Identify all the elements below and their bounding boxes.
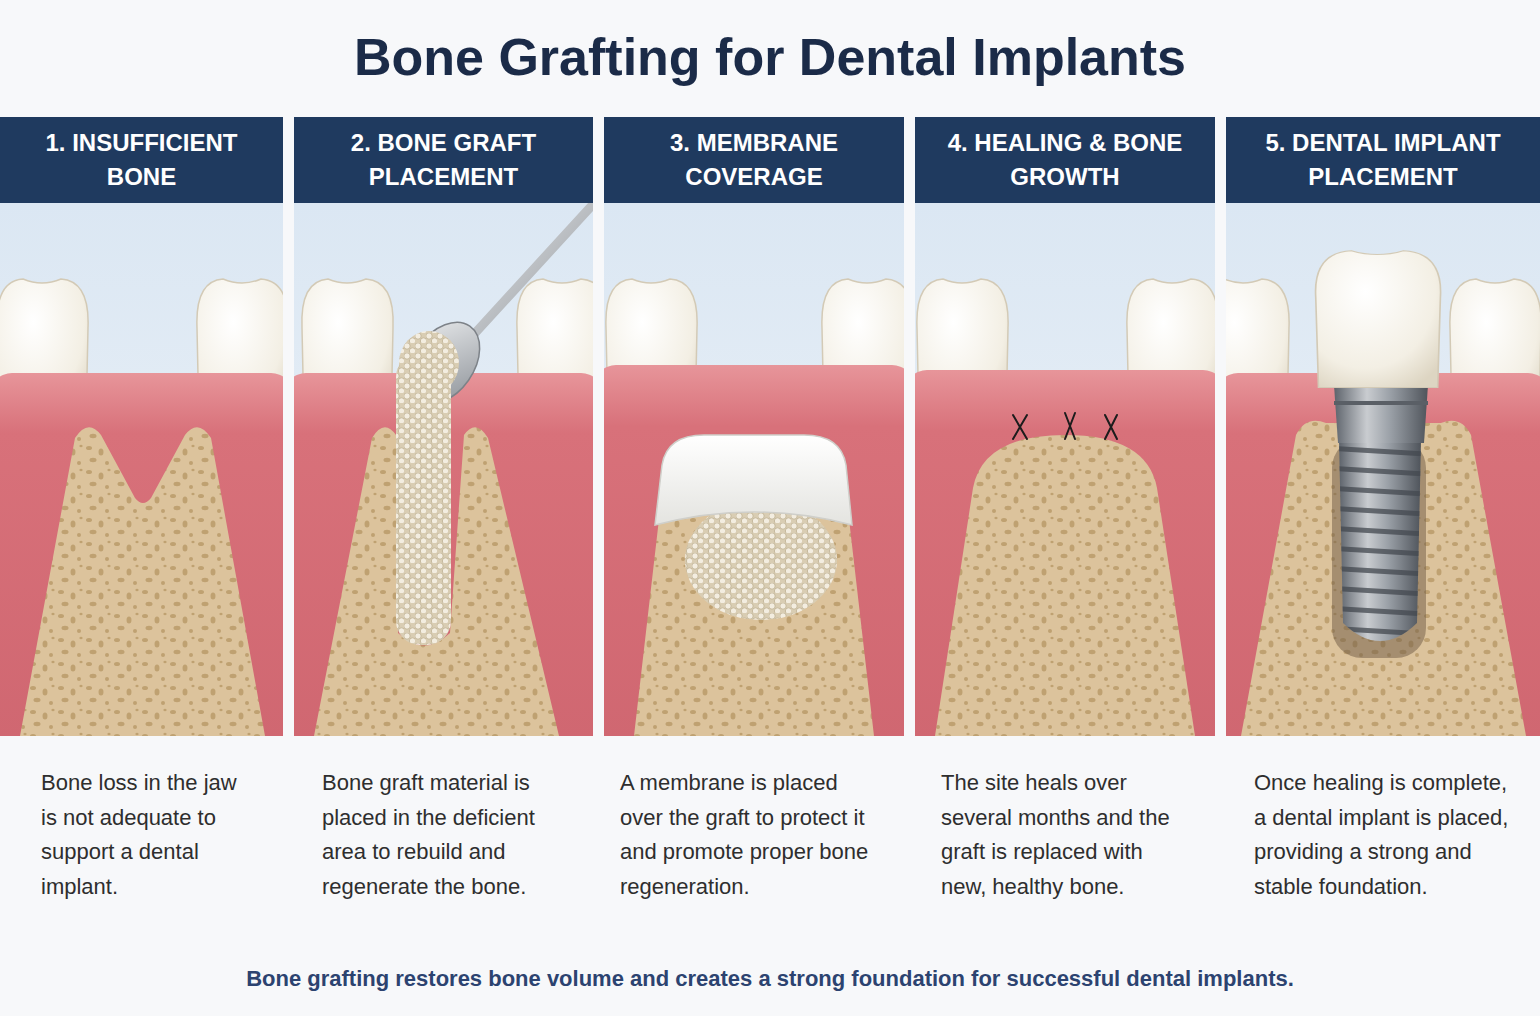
panel-header: 3. MEMBRANE COVERAGE <box>604 117 904 203</box>
panel-header: 2. BONE GRAFT PLACEMENT <box>294 117 593 203</box>
panel-heading: 5. DENTAL IMPLANT PLACEMENT <box>1236 126 1530 194</box>
step-description: Once healing is complete, a dental impla… <box>1254 766 1512 904</box>
panel-header: 5. DENTAL IMPLANT PLACEMENT <box>1226 117 1540 203</box>
step-description: Bone graft material is placed in the def… <box>322 766 572 904</box>
panel-heading: 2. BONE GRAFT PLACEMENT <box>304 126 583 194</box>
panel-heading: 4. HEALING & BONE GROWTH <box>925 126 1205 194</box>
step-description: Bone loss in the jaw is not adequate to … <box>41 766 256 904</box>
panel-header: 1. INSUFFICIENT BONE <box>0 117 283 203</box>
panel-heading: 1. INSUFFICIENT BONE <box>10 126 273 194</box>
step-description: A membrane is placed over the graft to p… <box>620 766 882 904</box>
title: Bone Grafting for Dental Implants <box>0 22 1540 92</box>
panel-heading: 3. MEMBRANE COVERAGE <box>614 126 894 194</box>
step-description: The site heals over several months and t… <box>941 766 1193 904</box>
caption: Bone grafting restores bone volume and c… <box>0 962 1540 996</box>
panel-header: 4. HEALING & BONE GROWTH <box>915 117 1215 203</box>
